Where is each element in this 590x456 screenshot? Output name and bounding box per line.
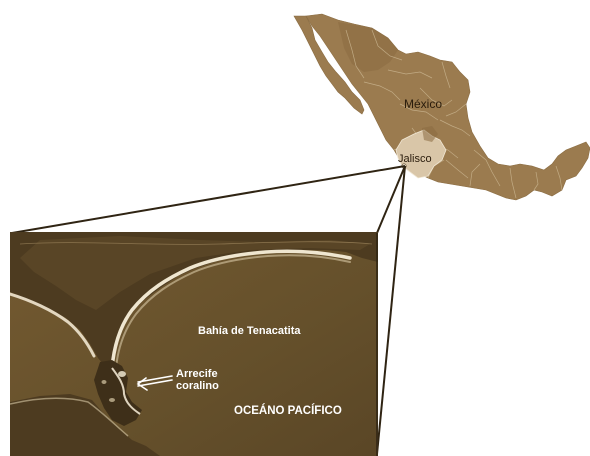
- reef-arrow-icon: [136, 375, 173, 391]
- islet-a: [118, 371, 126, 377]
- ocean-label: OCEÁNO PACÍFICO: [234, 404, 342, 417]
- reef-label-line1: Arrecife: [176, 368, 218, 380]
- mexico-overview-map: México Jalisco: [293, 13, 590, 201]
- connector-line-top-left: [11, 165, 406, 234]
- reef-headland: [94, 360, 142, 426]
- satellite-inset: Bahía de Tenacatita Arrecife coralino OC…: [10, 232, 378, 456]
- connector-line-bottom-right: [376, 165, 406, 455]
- reef-label-line2: coralino: [176, 380, 219, 392]
- connector-line-top-right: [376, 165, 406, 234]
- bay-beach-surf: [110, 249, 352, 370]
- southern-land-surf: [10, 397, 129, 437]
- islet-b: [109, 398, 115, 402]
- bay-label: Bahía de Tenacatita: [198, 325, 301, 337]
- southern-land: [10, 394, 160, 456]
- northern-shading: [338, 22, 398, 72]
- islet-c: [101, 380, 107, 384]
- state-label: Jalisco: [398, 153, 432, 165]
- reef-headland-outline: [111, 367, 141, 415]
- western-beach-surf: [10, 292, 96, 358]
- jalisco-shading: [422, 126, 438, 142]
- country-label: México: [404, 97, 442, 111]
- coastal-road: [19, 241, 373, 245]
- bay-beach-surf-glow: [115, 254, 351, 369]
- zoom-connector-lines: [11, 165, 406, 455]
- vegetation-texture: [20, 236, 370, 310]
- baja-california-peninsula: [293, 15, 365, 115]
